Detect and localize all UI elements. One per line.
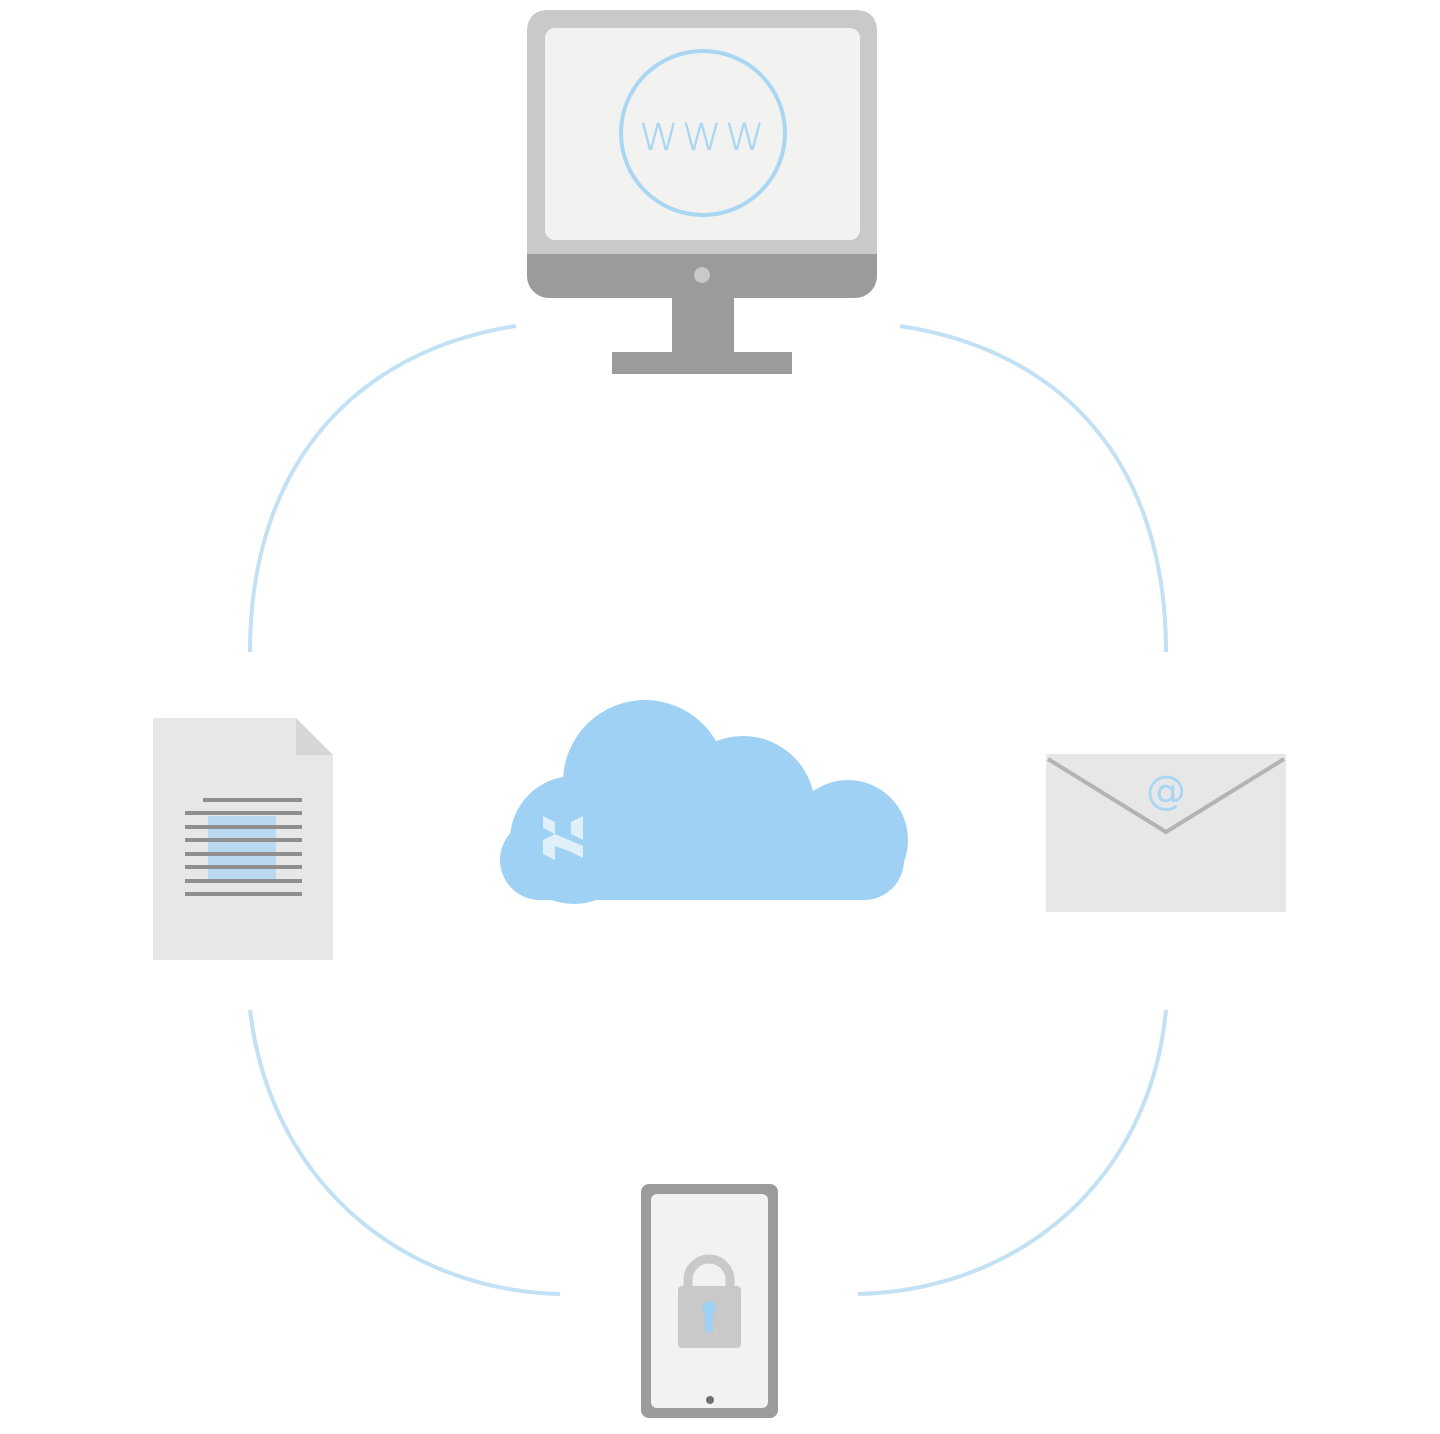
lock-icon <box>678 1254 741 1348</box>
connection-arcs <box>248 324 1168 1296</box>
hosting-logo-icon <box>543 816 583 860</box>
email-icon: @ <box>1046 754 1286 912</box>
phone-icon <box>641 1184 778 1418</box>
www-text: www <box>639 104 768 162</box>
globe-icon: www <box>619 49 787 217</box>
phone-home-button <box>706 1396 714 1404</box>
monitor-power-dot <box>694 267 710 283</box>
arc-bottom-right <box>857 1009 1168 1296</box>
monitor-icon: www <box>527 10 877 374</box>
document-icon <box>153 718 333 960</box>
arc-top-right <box>899 324 1168 653</box>
cloud-icon <box>500 700 908 904</box>
monitor-screen <box>545 28 860 240</box>
envelope-flap <box>1046 757 1286 834</box>
arc-bottom-left <box>248 1009 561 1296</box>
arc-top-left <box>248 324 517 653</box>
document-text-lines <box>185 798 302 896</box>
email-at-symbol: @ <box>1146 768 1186 814</box>
